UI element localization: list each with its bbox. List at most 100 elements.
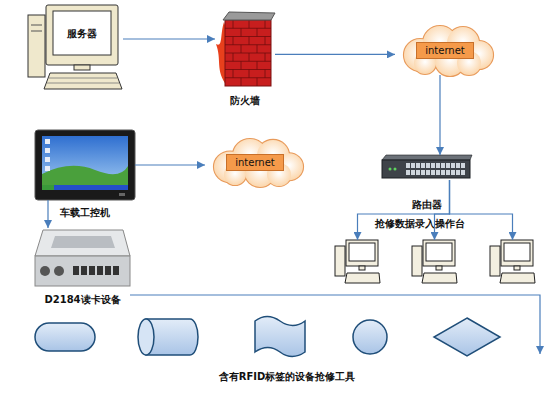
router-port [446, 163, 450, 168]
router-port [461, 170, 465, 175]
desktop-icon [45, 157, 50, 162]
drive-bays [31, 25, 42, 31]
flow-arrow [450, 180, 513, 240]
flow-arrow [275, 54, 395, 55]
desktop-hill [42, 166, 128, 190]
router-port [421, 163, 425, 168]
internet-cloud: internet [205, 138, 305, 186]
pc-stand [436, 266, 442, 270]
antenna-port [54, 266, 64, 276]
router-port [436, 170, 440, 175]
keyboard [44, 73, 122, 89]
server-computer: 服务器 [28, 5, 123, 90]
device-label: 防火墙 [185, 94, 305, 107]
reader-top [35, 230, 130, 256]
router-port [446, 170, 450, 175]
workstation-pc [490, 240, 535, 285]
device-label: 路由器 [352, 198, 502, 211]
router-port [456, 170, 460, 175]
device-label: 车载工控机 [5, 206, 165, 219]
flow-arrow [439, 75, 440, 155]
pc-keyboard [500, 273, 535, 283]
pc-monitor [346, 240, 378, 266]
io-port [97, 266, 103, 275]
cylinder-end [138, 319, 154, 355]
desktop-sky [42, 136, 128, 190]
router-port [411, 170, 415, 175]
router-port [451, 163, 455, 168]
router-port [406, 163, 410, 168]
status-light [389, 168, 392, 171]
desktop-icon [45, 148, 50, 153]
bezel-button [119, 193, 125, 196]
router-top [382, 155, 472, 160]
pc-monitor [423, 240, 455, 266]
router-port [411, 163, 415, 168]
workstation-pc [412, 240, 457, 285]
router-port [431, 170, 435, 175]
desktop-icon [45, 139, 50, 144]
router-port [436, 163, 440, 168]
firewall-icon: 防火墙 [215, 8, 275, 88]
reader-panel [51, 236, 115, 248]
router-port [456, 163, 460, 168]
router-port [431, 163, 435, 168]
flow-arrow [435, 180, 450, 240]
pc-keyboard [422, 273, 457, 283]
router-port [461, 163, 465, 168]
workstation-pc [335, 240, 380, 285]
router-port [416, 170, 420, 175]
io-port [73, 266, 79, 275]
monitor-body [46, 5, 118, 65]
screen-label: 服务器 [53, 27, 111, 40]
desktop-icon [45, 166, 50, 171]
router-port [421, 170, 425, 175]
terminator-shape [35, 323, 95, 351]
cloud-text-holder: internet [205, 138, 305, 186]
cloud-text-holder: internet [395, 25, 495, 75]
network-label: internet [416, 42, 474, 59]
diamond-shape [434, 318, 500, 356]
vehicle-computer: 车载工控机 [35, 130, 135, 200]
start-button [42, 185, 54, 190]
router-switch: 路由器 [382, 155, 472, 180]
pc-tower [412, 246, 422, 276]
router-port [451, 170, 455, 175]
pc-tower [335, 246, 345, 276]
circle-shape [353, 320, 387, 354]
router-port [426, 163, 430, 168]
console-label: 抢修数据录入操作台 [355, 217, 485, 230]
flow-arrow [47, 200, 48, 228]
wall-cap [223, 12, 275, 20]
device-label: D2184读卡设备 [5, 293, 160, 306]
pc-screen [349, 243, 375, 261]
router-port [416, 163, 420, 168]
internet-cloud: internet [395, 25, 495, 75]
pc-stand [359, 266, 365, 270]
io-port [113, 266, 119, 275]
pc-screen [426, 243, 452, 261]
tape-shape [255, 317, 305, 357]
taskbar [42, 185, 128, 190]
pc-monitor [501, 240, 533, 266]
router-port [441, 163, 445, 168]
pc-art [412, 240, 457, 285]
router-body [382, 160, 470, 178]
flow-arrow [358, 180, 450, 240]
monitor-frame [35, 130, 135, 200]
router-port [406, 170, 410, 175]
pc-screen [504, 243, 530, 261]
router-port [426, 170, 430, 175]
antenna-port [40, 266, 50, 276]
pc-art [490, 240, 535, 285]
io-port [105, 266, 111, 275]
monitor-screen [53, 11, 111, 55]
brick-wall [225, 20, 271, 86]
network-label: internet [226, 154, 284, 171]
keyboard-keys [47, 78, 119, 83]
pc-tower [490, 246, 500, 276]
brick-lines [225, 20, 271, 86]
pc-stand [514, 266, 520, 270]
